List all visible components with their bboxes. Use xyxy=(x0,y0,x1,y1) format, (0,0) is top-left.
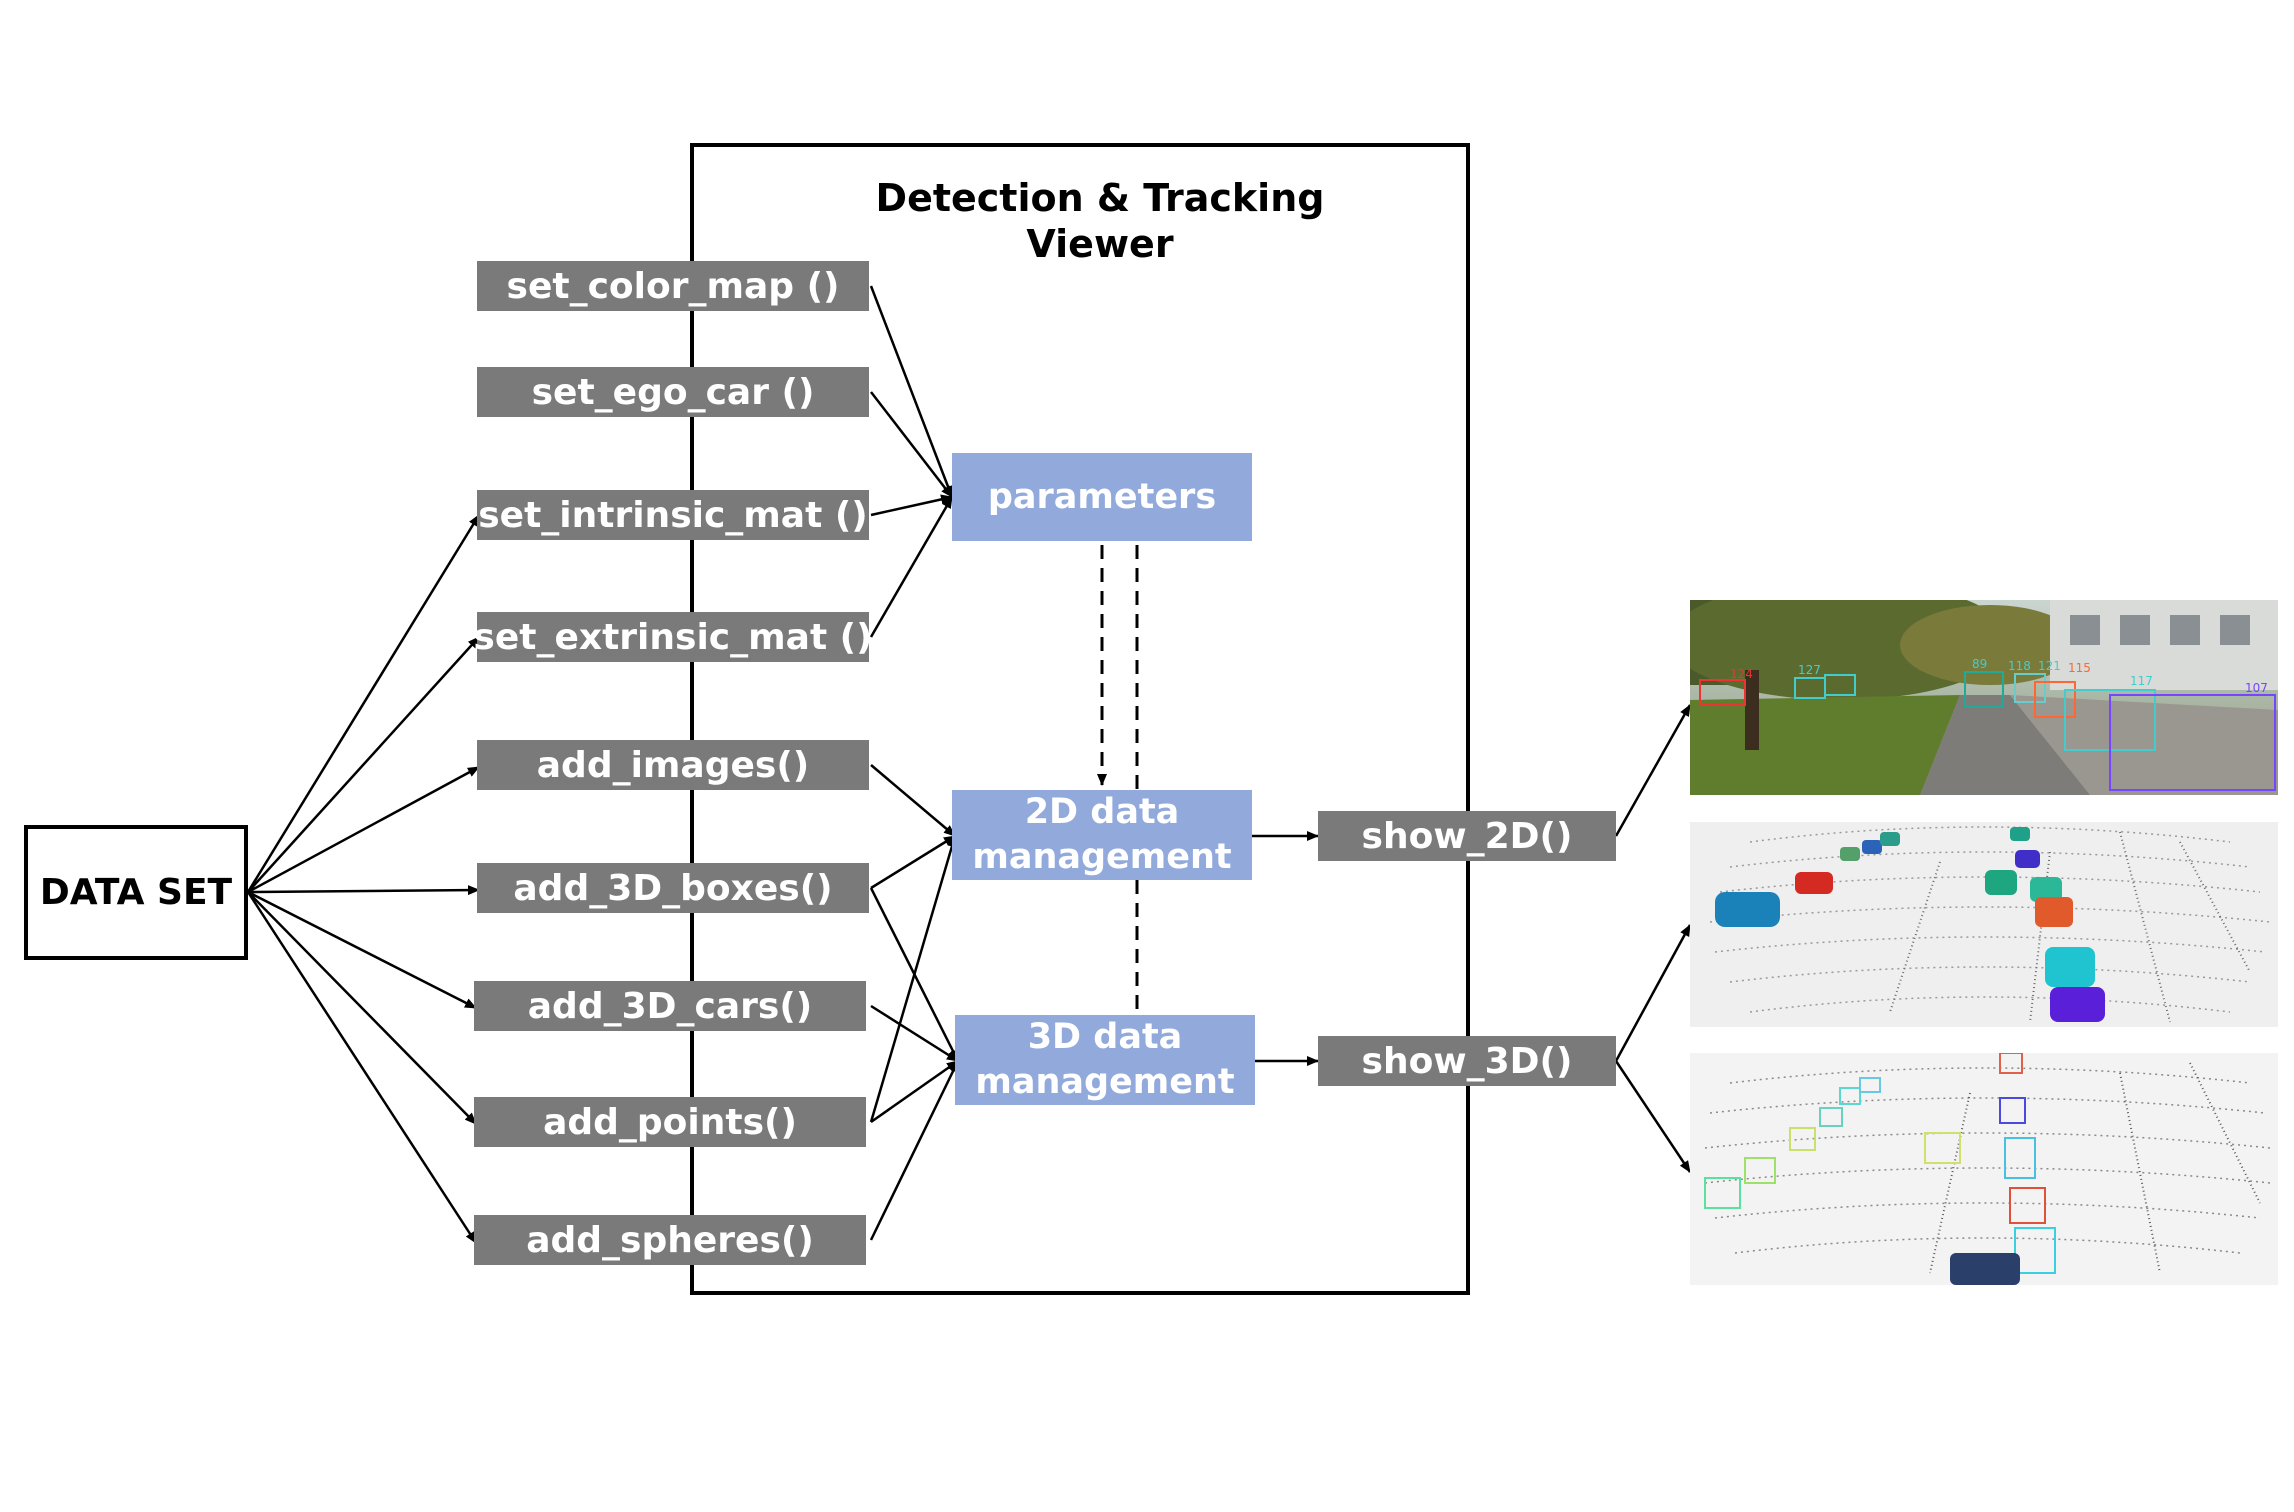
add-images-button[interactable]: add_images() xyxy=(477,740,869,790)
show-3d-button[interactable]: show_3D() xyxy=(1318,1036,1616,1086)
track-label: 124 xyxy=(1730,667,1753,681)
track-label: 118 xyxy=(2008,659,2031,673)
viewer-title: Detection & Tracking Viewer xyxy=(840,175,1360,267)
track-label: 121 xyxy=(2038,659,2061,673)
set-extrinsic-mat-button[interactable]: set_extrinsic_mat () xyxy=(473,612,873,662)
point-cloud-cars-thumbnail xyxy=(1690,822,2278,1027)
set-ego-car-button[interactable]: set_ego_car () xyxy=(477,367,869,417)
point-cloud-boxes-thumbnail xyxy=(1690,1053,2278,1285)
show-2d-button[interactable]: show_2D() xyxy=(1318,811,1616,861)
add-3d-boxes-button[interactable]: add_3D_boxes() xyxy=(477,863,869,913)
set-color-map-button[interactable]: set_color_map () xyxy=(477,261,869,311)
dataset-box: DATA SET xyxy=(24,825,248,960)
set-intrinsic-mat-button[interactable]: set_intrinsic_mat () xyxy=(477,490,869,540)
camera-image-thumbnail: 124 127 89 118 121 117 115 107 xyxy=(1690,600,2278,795)
track-label: 107 xyxy=(2245,681,2268,695)
viewer-title-line1: Detection & Tracking xyxy=(875,176,1325,220)
viewer-title-line2: Viewer xyxy=(1026,222,1174,266)
parameters-module: parameters xyxy=(952,453,1252,541)
track-label: 117 xyxy=(2130,674,2153,688)
add-points-button[interactable]: add_points() xyxy=(474,1097,866,1147)
viewer-frame xyxy=(690,143,1470,1295)
data-3d-management-module: 3D data management xyxy=(955,1015,1255,1105)
track-label: 127 xyxy=(1798,663,1821,677)
add-spheres-button[interactable]: add_spheres() xyxy=(474,1215,866,1265)
track-label: 115 xyxy=(2068,661,2091,675)
track-label: 89 xyxy=(1972,657,1987,671)
add-3d-cars-button[interactable]: add_3D_cars() xyxy=(474,981,866,1031)
data-2d-management-module: 2D data management xyxy=(952,790,1252,880)
